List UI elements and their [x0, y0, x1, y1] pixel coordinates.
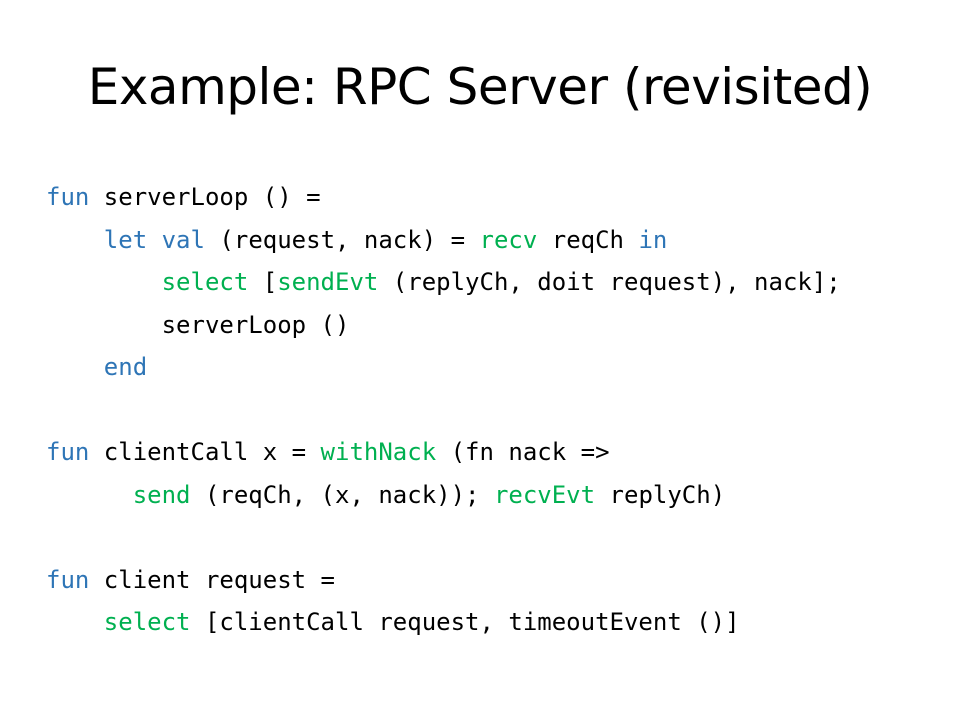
- code-text: (fn nack =>: [436, 438, 610, 466]
- code-line: fun clientCall x = withNack (fn nack =>: [46, 431, 841, 474]
- code-line: select [sendEvt (replyCh, doit request),…: [46, 261, 841, 304]
- code-line: select [clientCall request, timeoutEvent…: [46, 601, 841, 644]
- code-line: fun serverLoop () =: [46, 176, 841, 219]
- code-keyword: in: [638, 225, 668, 254]
- code-builtin: withNack: [320, 438, 437, 466]
- code-line: let val (request, nack) = recv reqCh in: [46, 219, 841, 262]
- code-keyword: val: [161, 225, 205, 254]
- code-line: fun client request =: [46, 559, 841, 602]
- code-text: [46, 353, 104, 381]
- code-text: replyCh): [595, 480, 726, 509]
- code-line: [46, 389, 841, 432]
- code-text: [46, 608, 104, 636]
- code-builtin: recvEvt: [493, 480, 596, 509]
- code-builtin: select: [161, 268, 249, 296]
- code-text: (request, nack) =: [204, 225, 480, 254]
- code-builtin: send: [132, 480, 191, 509]
- code-text: [46, 481, 133, 509]
- code-text: clientCall x =: [89, 438, 321, 466]
- code-text: [46, 268, 162, 296]
- code-line: end: [46, 346, 841, 389]
- code-text: [46, 226, 104, 254]
- code-text: serverLoop (): [46, 310, 350, 339]
- code-line: serverLoop (): [46, 304, 841, 347]
- code-keyword: fun: [46, 183, 90, 211]
- code-text: serverLoop () =: [89, 183, 321, 211]
- code-keyword: end: [103, 353, 148, 381]
- code-keyword: let: [103, 225, 148, 254]
- code-keyword: fun: [46, 438, 90, 466]
- code-builtin: select: [103, 608, 191, 636]
- code-text: (replyCh, doit request), nack];: [378, 268, 841, 296]
- code-text: [147, 226, 161, 254]
- code-builtin: recv: [479, 225, 538, 254]
- code-text: reqCh: [537, 225, 639, 254]
- code-line: send (reqCh, (x, nack)); recvEvt replyCh…: [46, 474, 841, 517]
- code-text: client request =: [89, 565, 335, 594]
- code-block: fun serverLoop () = let val (request, na…: [46, 176, 841, 644]
- code-text: (reqCh, (x, nack));: [190, 480, 494, 509]
- code-builtin: sendEvt: [277, 268, 379, 296]
- code-line: [46, 516, 841, 559]
- code-text: [: [248, 268, 278, 296]
- code-text: [clientCall request, timeoutEvent ()]: [190, 608, 740, 636]
- code-keyword: fun: [46, 565, 90, 594]
- slide-title: Example: RPC Server (revisited): [87, 58, 873, 116]
